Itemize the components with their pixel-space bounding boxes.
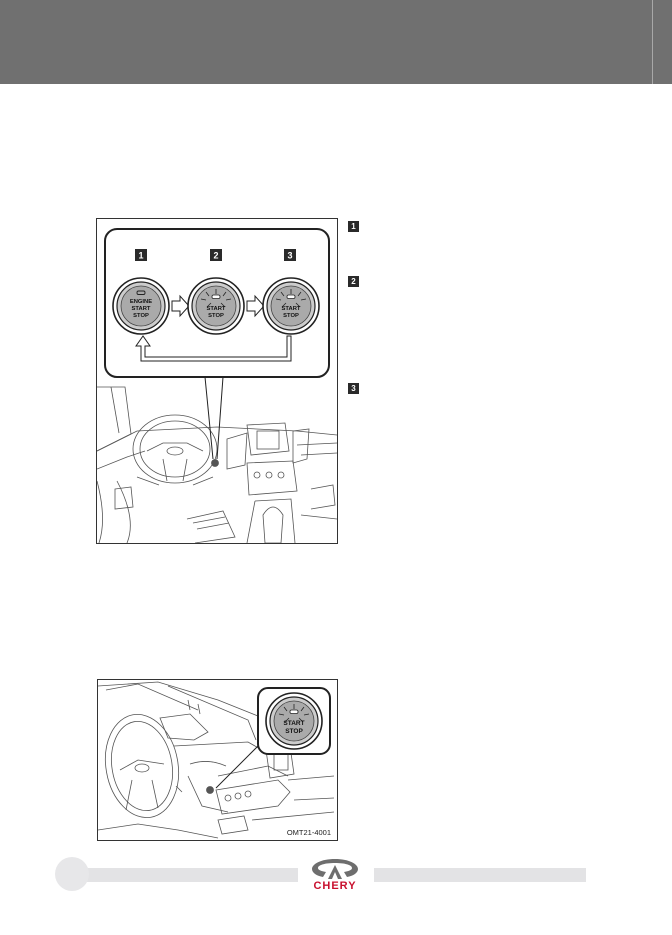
light-burst-icon [275,289,307,308]
step-label-2-text: 2 [213,251,218,261]
button-stop-text: STOP [133,313,149,319]
step-label-2 [210,249,222,261]
side-marker-3: 3 [348,383,359,394]
figure-code: OMT21-4001 [287,828,331,837]
start-stop-button-off: ENGINE START STOP [112,277,170,335]
start-stop-button-lit: START STOP [187,277,245,335]
step-label-3 [284,249,296,261]
header-divider [652,0,653,84]
button-stop-text: STOP [283,313,299,319]
interior-illustration [98,681,335,839]
chery-logo: CHERY [306,858,364,894]
indicator-icon [136,290,146,295]
step-label-3-text: 3 [287,251,292,261]
button-start-text: START [282,306,301,312]
chery-emblem-icon [312,859,358,879]
footer-bar-right [374,868,586,882]
step-label-1-text: 1 [138,251,143,261]
start-stop-button-on: START STOP [262,277,320,335]
brand-name: CHERY [313,880,357,892]
dashboard-illustration [97,386,337,543]
button-start-text: START [132,306,151,312]
button-engine-text: ENGINE [130,299,152,305]
arrow-right-icon [246,294,265,318]
figure-button-location: START STOP OMT21-4001 [97,679,338,841]
light-burst-icon [200,289,232,308]
page-number-circle [55,857,89,891]
step-label-1 [135,249,147,261]
button-stop-text: STOP [208,313,224,319]
side-marker-1: 1 [348,221,359,232]
button-start-text: START [283,720,304,727]
light-burst-icon [278,704,310,723]
side-marker-2: 2 [348,276,359,287]
return-arrow-icon [135,335,292,362]
button-start-text: START [207,306,226,312]
arrow-right-icon [171,294,190,318]
figure-start-stop-sequence: 1 2 3 ENGINE START STOP [96,218,338,544]
start-stop-button-inset: START STOP [265,692,323,750]
footer-bar-left [72,868,298,882]
button-stop-text: STOP [285,728,303,735]
header-band [0,0,672,84]
